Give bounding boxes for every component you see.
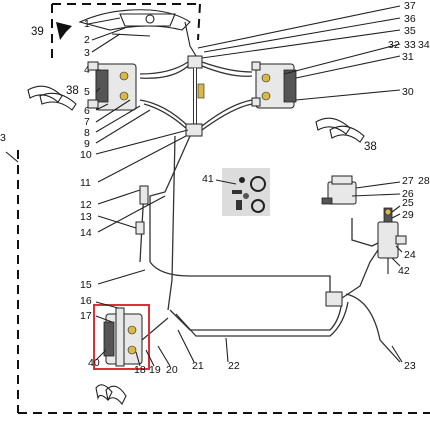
front-right-caliper xyxy=(251,61,297,109)
rear-caliper xyxy=(103,307,169,367)
callout-33: 33 xyxy=(404,39,416,51)
callout-37: 37 xyxy=(404,0,416,12)
bracket-icon xyxy=(56,22,72,40)
front-left-caliper xyxy=(87,61,137,111)
callout-5: 5 xyxy=(84,86,90,98)
seal-kit xyxy=(222,168,270,216)
callout-24: 24 xyxy=(404,249,416,261)
callout-38-left: 38 xyxy=(66,85,79,97)
brake-pads-left xyxy=(27,85,77,111)
callout-17: 17 xyxy=(80,310,92,322)
callout-32: 32 xyxy=(388,39,400,51)
callout-20: 20 xyxy=(166,364,178,376)
callout-11: 11 xyxy=(80,177,91,189)
callout-2: 2 xyxy=(84,34,90,46)
callout-25: 25 xyxy=(402,197,414,209)
fluid-reservoir xyxy=(321,175,357,205)
callout-19: 19 xyxy=(149,364,161,376)
callout-1: 1 xyxy=(84,18,90,30)
callout-4: 4 xyxy=(84,64,90,76)
callout-14: 14 xyxy=(80,227,92,239)
callout-40: 40 xyxy=(88,357,100,369)
dashed-frame xyxy=(17,3,430,414)
callout-26: 26 xyxy=(402,188,414,200)
callout-9: 9 xyxy=(84,138,90,150)
callout-36: 36 xyxy=(404,13,416,25)
callout-8: 8 xyxy=(84,127,90,139)
callout-34: 34 xyxy=(418,39,430,51)
handlebar-assembly xyxy=(78,9,197,57)
brake-lines xyxy=(135,55,401,363)
callout-29: 29 xyxy=(402,209,414,221)
callout-18: 18 xyxy=(134,364,146,376)
callout-6: 6 xyxy=(84,105,90,117)
callout-12: 12 xyxy=(80,199,92,211)
callout-27: 27 xyxy=(402,175,414,187)
brake-pads-rear xyxy=(95,384,127,406)
master-cylinder xyxy=(377,207,407,274)
callout-3: 3 xyxy=(84,47,90,59)
callout-21: 21 xyxy=(192,360,204,372)
callout-13: 13 xyxy=(80,211,92,223)
callout-35: 35 xyxy=(404,25,416,37)
callout-labels: 39 1 2 3 4 5 6 7 8 9 10 38 11 12 13 14 1… xyxy=(0,0,430,376)
callout-28: 28 xyxy=(418,175,430,187)
callout-15: 15 xyxy=(80,279,92,291)
rear-caliper-highlight-box xyxy=(93,304,150,370)
callout-3-edge: 3 xyxy=(0,132,6,144)
callout-30: 30 xyxy=(402,86,414,98)
callout-16: 16 xyxy=(80,295,92,307)
callout-39: 39 xyxy=(31,26,44,38)
callout-38-right: 38 xyxy=(364,141,377,153)
callout-23: 23 xyxy=(404,360,416,372)
callout-10: 10 xyxy=(80,149,92,161)
callout-41: 41 xyxy=(202,173,214,185)
callout-22: 22 xyxy=(228,360,240,372)
brake-pads-right xyxy=(315,117,365,143)
callout-7: 7 xyxy=(84,116,90,128)
leader-lines xyxy=(5,5,403,367)
callout-42: 42 xyxy=(398,265,410,277)
callout-31: 31 xyxy=(402,51,414,63)
